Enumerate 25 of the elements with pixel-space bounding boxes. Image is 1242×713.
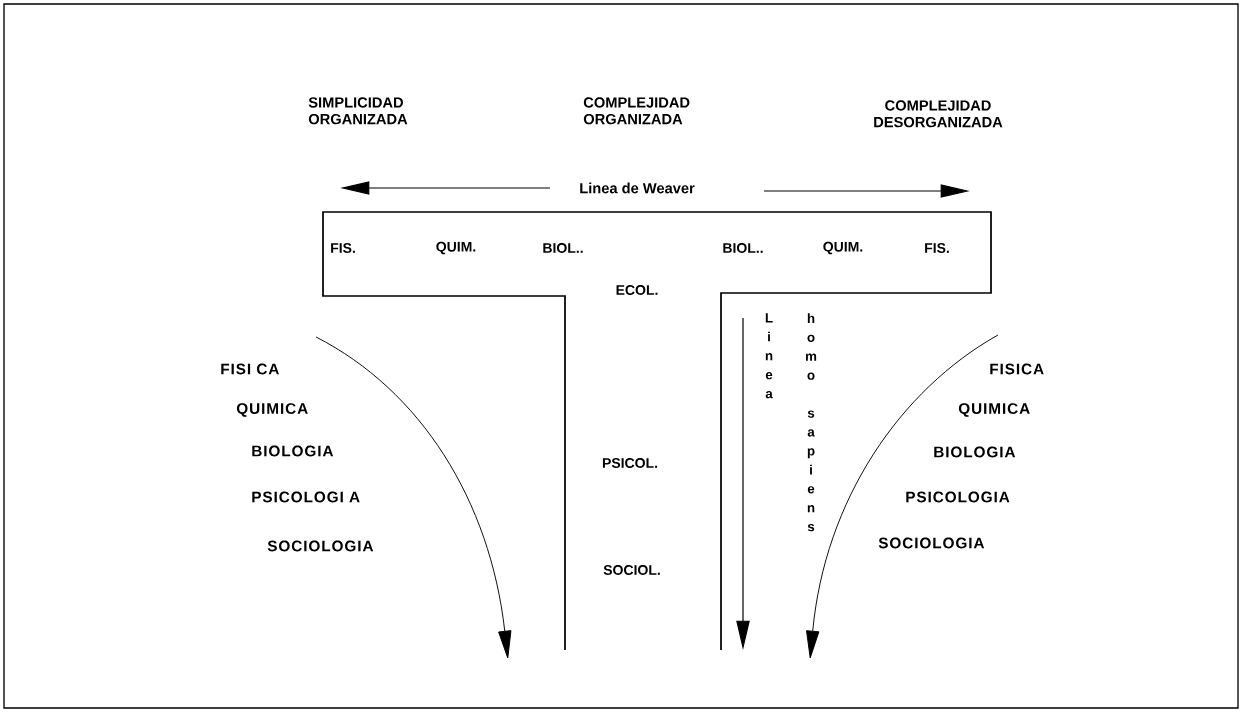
science-label: SOCIOLOGIA bbox=[267, 540, 374, 552]
heading: SIMPLICIDAD ORGANIZADA bbox=[308, 97, 408, 125]
science-label: BIOLOGIA bbox=[934, 446, 1016, 458]
field-label: BIOL.. bbox=[543, 243, 583, 253]
field-label: FIS. bbox=[925, 243, 949, 253]
field-label: PSICOL. bbox=[602, 458, 658, 468]
field-label: SOCIOL. bbox=[603, 565, 660, 575]
science-label: BIOLOGIA bbox=[252, 445, 334, 457]
science-label: QUIMICA bbox=[236, 403, 308, 417]
field-label: QUIM. bbox=[436, 241, 476, 255]
science-label: PSICOLOGIA bbox=[906, 491, 1010, 503]
science-label: SOCIOLOGIA bbox=[878, 537, 985, 549]
science-label: PSICOLOGI A bbox=[252, 491, 360, 503]
science-label: QUIMICA bbox=[958, 403, 1030, 417]
science-label: FISI CA bbox=[221, 363, 279, 375]
field-label: FIS. bbox=[331, 243, 355, 253]
heading: COMPLEJIDAD DESORGANIZADA bbox=[874, 100, 1003, 128]
field-label: QUIM. bbox=[823, 241, 863, 255]
science-label: FISICA bbox=[990, 363, 1044, 375]
field-label: BIOL.. bbox=[723, 243, 763, 253]
vertical-label: Linea bbox=[765, 313, 773, 399]
field-label: ECOL. bbox=[616, 285, 658, 295]
heading: COMPLEJIDAD ORGANIZADA bbox=[583, 97, 690, 125]
line-label: Linea de Weaver bbox=[573, 182, 701, 194]
vertical-label: homo sapiens bbox=[805, 313, 817, 532]
